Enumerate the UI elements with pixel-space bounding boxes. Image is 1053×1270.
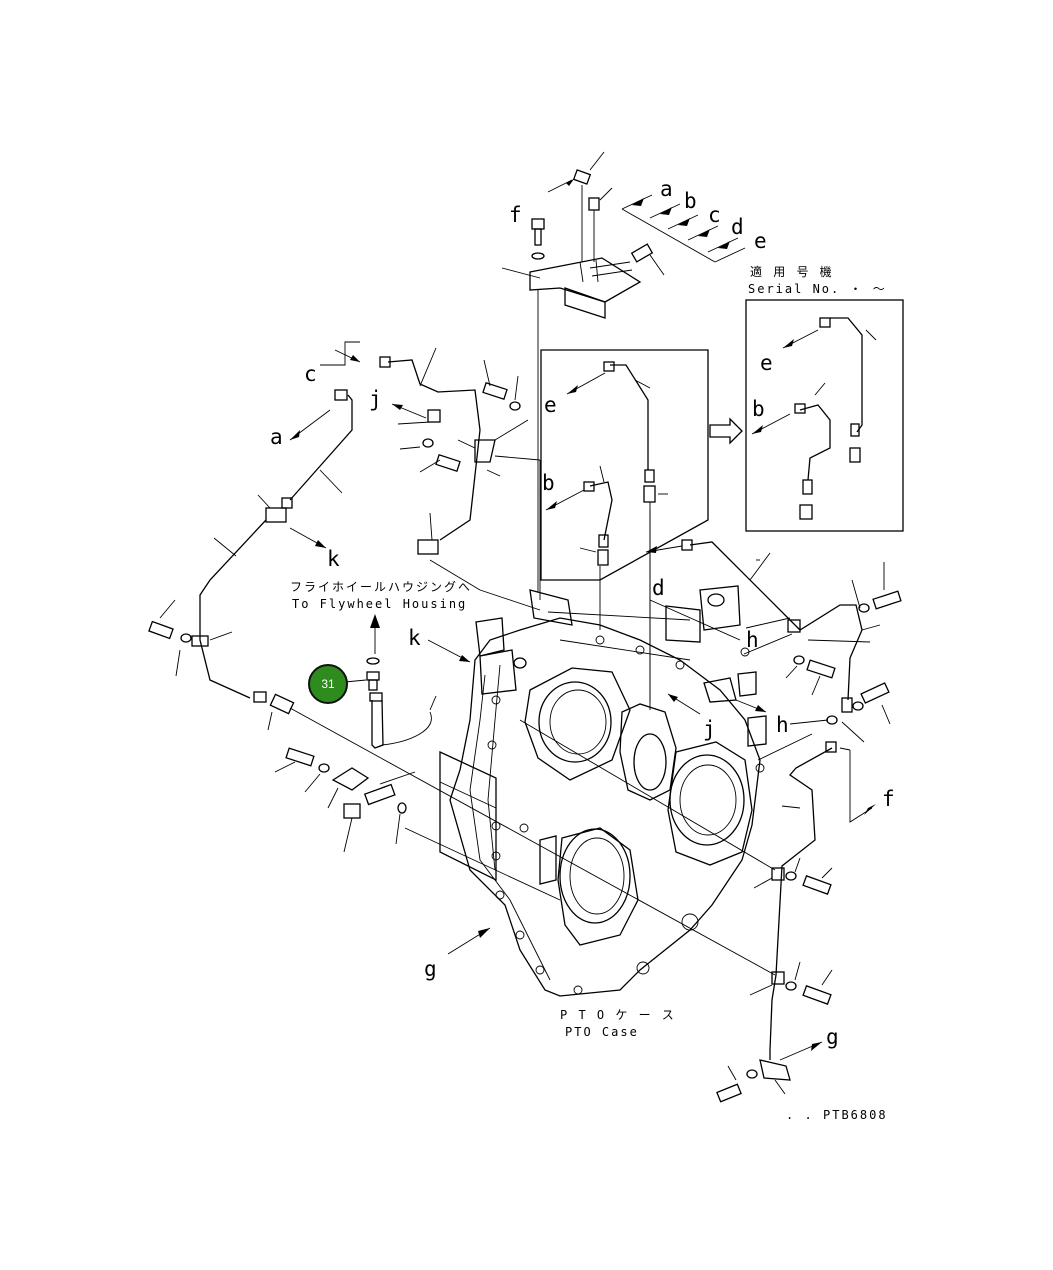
serial-inset-box [745, 299, 904, 532]
label-b-mid: b [542, 471, 555, 495]
pto-label-en: PTO Case [565, 1025, 639, 1039]
left-tee-fitting [191, 494, 776, 976]
serial-label-en: Serial No. ・ ～ [748, 282, 887, 296]
label-f-right: f [882, 787, 895, 811]
drawing-code: PTB6808 [823, 1108, 888, 1122]
left-clamp-bolt [399, 438, 501, 477]
label-c-top: c [708, 203, 721, 227]
right-bolts [757, 562, 902, 761]
label-j-left: j [369, 387, 382, 411]
case-leader-lines [519, 510, 776, 871]
top-connector [630, 243, 665, 276]
top-fitting-bracket [501, 257, 642, 319]
flywheel-label-jp: フライホイールハウジングへ [290, 580, 472, 594]
pto-label-jp: P T O ケ ー ス [560, 1008, 676, 1022]
upper-bolt-washer [482, 359, 529, 441]
label-f-top: f [509, 203, 522, 227]
bottom-clamp [716, 1041, 823, 1103]
right-pipe-h [645, 539, 881, 713]
left-pipe-c [320, 341, 481, 555]
left-lower-bolts [274, 747, 561, 901]
label-b-top: b [684, 189, 697, 213]
inset-pointer-arrow [709, 417, 743, 445]
label-k-left: k [327, 547, 340, 571]
label-j-mid: j [703, 717, 716, 741]
top-bolt [531, 218, 545, 592]
label-e-inset: e [760, 351, 773, 375]
label-e-top: e [754, 229, 767, 253]
right-lower-bolts [785, 857, 833, 1005]
label-h-lower: h [776, 713, 789, 737]
label-d-mid: d [652, 576, 665, 600]
left-pipe-a [289, 389, 353, 501]
label-c-left: c [304, 362, 317, 386]
label-a-left: a [270, 425, 283, 449]
top-elbow-fitting [572, 151, 605, 262]
callout-badge-31[interactable]: 31 [308, 664, 348, 704]
label-k-mid: k [408, 626, 421, 650]
hose-fitting-31 [344, 657, 437, 749]
flywheel-arrow [370, 614, 380, 654]
drawing-code-prefix: . . [786, 1108, 814, 1122]
label-a-top: a [660, 177, 673, 201]
h-j-arrows [667, 633, 793, 715]
label-e-mid: e [544, 393, 557, 417]
label-b-inset: b [752, 397, 765, 421]
pto-case-body [439, 585, 767, 997]
top-arrows [547, 179, 746, 263]
k-arrow-mid [427, 639, 471, 663]
serial-label-jp: 適 用 号 機 [750, 264, 834, 279]
label-g-right: g [826, 1025, 839, 1049]
label-d-top: d [731, 215, 744, 239]
left-bolt-washer [148, 599, 192, 677]
callout-circle[interactable] [308, 664, 348, 704]
label-h-upper: h [746, 628, 759, 652]
right-pipe-f [749, 741, 876, 1060]
center-detail-box [540, 349, 709, 702]
flywheel-label-en: To Flywheel Housing [292, 597, 467, 611]
label-g-left: g [424, 957, 437, 981]
top-adapter [588, 187, 613, 262]
callout-number[interactable]: 31 [321, 677, 335, 691]
clamp-to-case-lines [429, 455, 541, 611]
g-arrow-left [447, 927, 491, 955]
